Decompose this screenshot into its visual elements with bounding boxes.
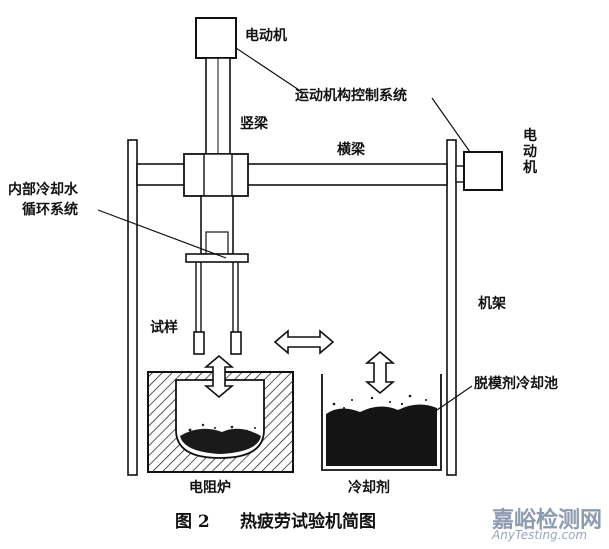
label-motor-right: 电动机 [523,128,537,177]
label-release-agent-pool: 脱模剂冷却池 [474,376,558,392]
coolant-double-arrow [364,350,396,395]
caption-title: 热疲劳试验机简图 [240,512,376,532]
watermark-url: AnyTesting.com [492,528,588,542]
furnace-double-arrow [203,354,235,399]
frame-left-post [127,139,138,476]
leader-release-agent [436,385,473,411]
leader-motion-control-right [431,97,471,153]
coolant-tank [321,374,442,471]
vertical-beam [205,57,231,159]
label-resistance-furnace: 电阻炉 [189,480,231,496]
label-specimen: 试样 [150,320,178,336]
caption-figure-number: 图 2 [175,512,210,532]
label-frame: 机架 [478,296,506,312]
label-motion-control: 运动机构控制系统 [295,88,407,104]
label-motor-top: 电动机 [245,28,287,44]
lower-shaft [200,195,234,255]
right-motor [455,151,503,191]
leader-cooling-system [97,209,227,259]
leader-motion-control-top [235,47,303,93]
beam-carriage [183,153,249,197]
watermark-brand: 嘉峪检测网 [492,508,603,533]
frame-right-post [446,139,457,476]
resistance-furnace [147,371,294,473]
top-motor-box [195,17,237,59]
specimen-holder [185,253,249,355]
label-vertical-beam: 竖梁 [240,116,268,132]
label-coolant: 冷却剂 [348,480,390,496]
label-circulation-system: 循环系统 [22,202,78,218]
label-horizontal-beam: 横梁 [337,142,365,158]
transfer-double-arrow [273,329,335,355]
label-internal-cooling: 内部冷却水 [8,182,78,198]
